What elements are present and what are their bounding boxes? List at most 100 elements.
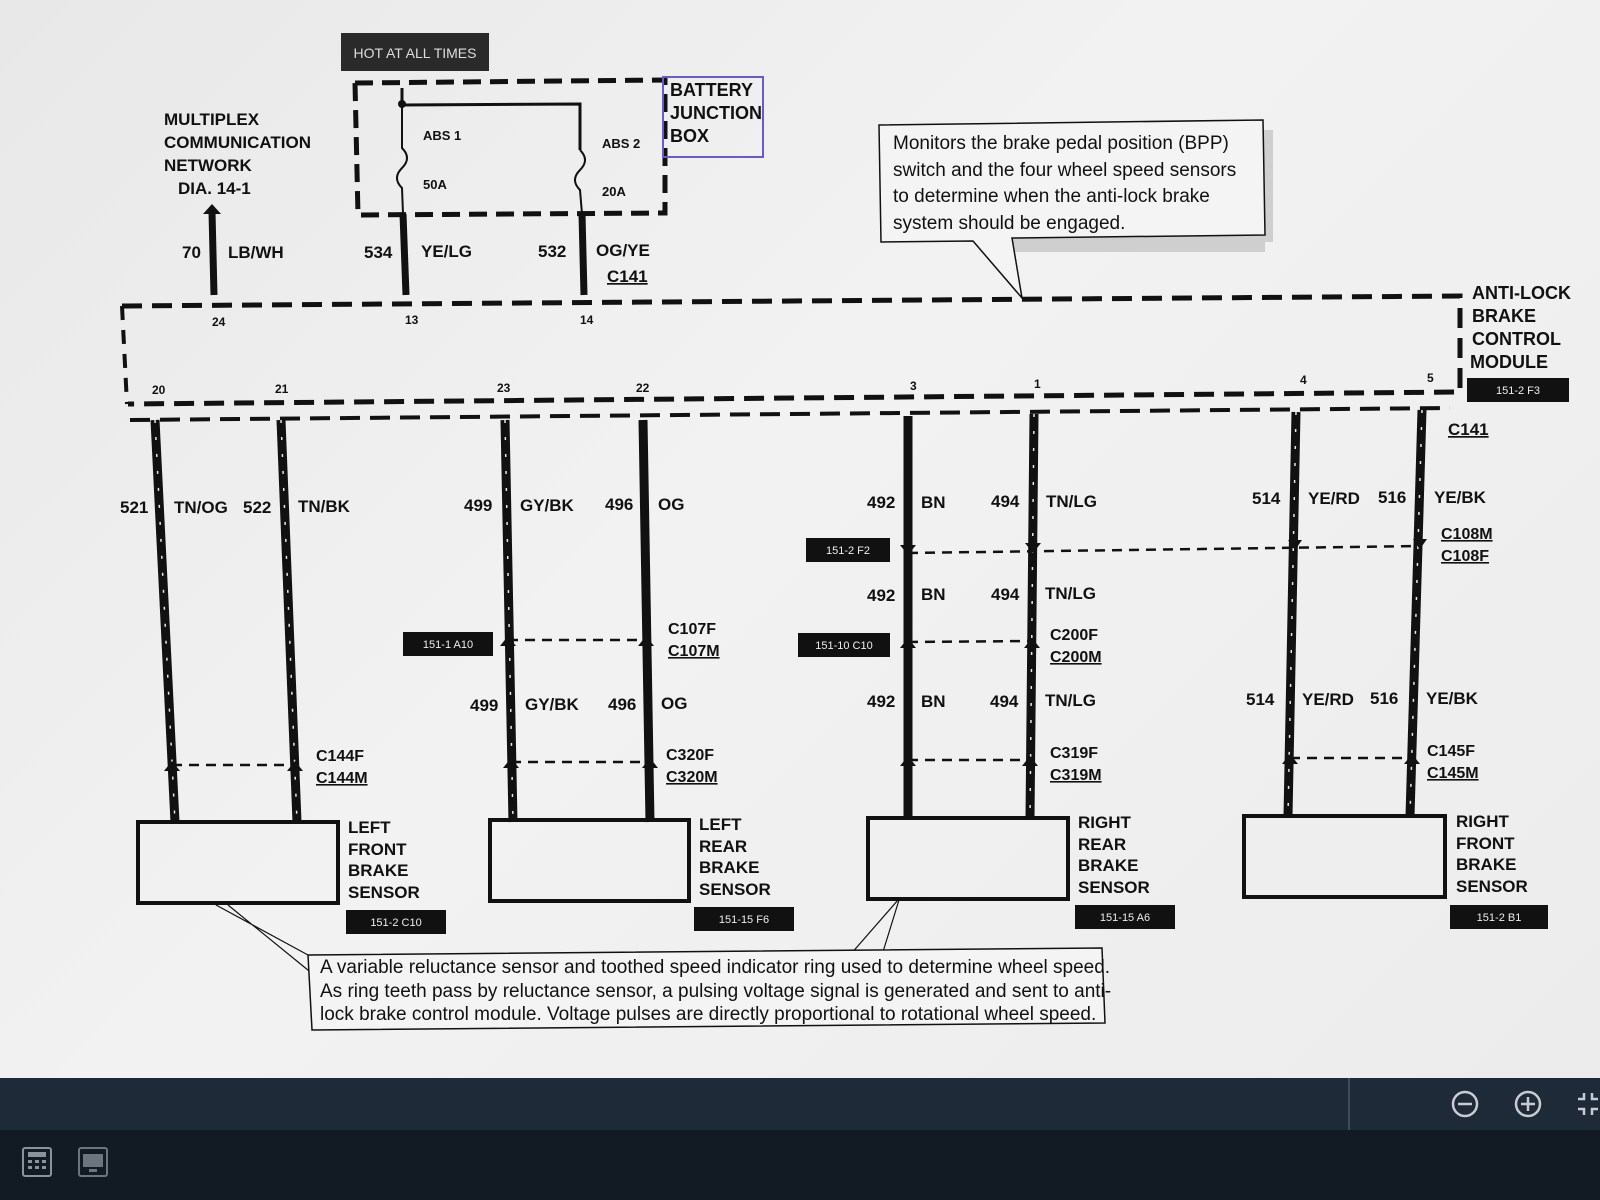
toolbar-separator	[1348, 1078, 1350, 1130]
svg-text:C320M: C320M	[666, 769, 718, 786]
minus-circle-icon	[1451, 1090, 1479, 1118]
svg-text:5: 5	[1427, 371, 1434, 385]
svg-text:C319M: C319M	[1050, 767, 1102, 784]
svg-text:Monitors the brake pedal posit: Monitors the brake pedal position (BPP)	[893, 133, 1229, 154]
display-icon[interactable]	[78, 1147, 108, 1177]
sensor-right-rear: RIGHT REAR BRAKE SENSOR 151-15 A6	[866, 813, 1175, 929]
svg-text:494: 494	[991, 585, 1020, 604]
svg-text:514: 514	[1246, 690, 1275, 709]
svg-text:YE/LG: YE/LG	[421, 242, 472, 261]
battery-junction-box: BATTERY JUNCTION BOX ABS 1 50A ABS 2 20A	[352, 76, 764, 218]
svg-text:REAR: REAR	[699, 837, 747, 856]
svg-text:YE/RD: YE/RD	[1308, 489, 1360, 508]
svg-text:BN: BN	[921, 692, 946, 711]
svg-text:14: 14	[580, 313, 594, 327]
hot-at-all-times-tag: HOT AT ALL TIMES	[341, 33, 489, 71]
top-wire-labels: 70 LB/WH 534 YE/LG 532 OG/YE C141	[182, 241, 650, 286]
svg-text:ANTI-LOCK: ANTI-LOCK	[1472, 283, 1571, 303]
svg-text:534: 534	[364, 243, 393, 262]
svg-text:516: 516	[1378, 488, 1406, 507]
document-viewer: HOT AT ALL TIMES BATTERY JUNCTION BOX AB…	[0, 0, 1600, 1078]
svg-text:TN/LG: TN/LG	[1045, 584, 1096, 603]
module-ref: 151-2 F3	[1496, 385, 1540, 397]
svg-text:C200F: C200F	[1050, 627, 1098, 644]
fuse-abs2-rating: 20A	[602, 184, 626, 199]
svg-text:499: 499	[464, 496, 492, 515]
svg-text:SENSOR: SENSOR	[699, 880, 771, 899]
zoom-out-button[interactable]	[1450, 1089, 1480, 1125]
sensor-description-callout: A variable reluctance sensor and toothed…	[215, 899, 1111, 1031]
svg-text:151-1 A10: 151-1 A10	[423, 639, 473, 651]
bjb-line-3: BOX	[670, 126, 709, 146]
bjb-line-2: JUNCTION	[670, 103, 762, 123]
svg-text:20: 20	[152, 383, 166, 397]
svg-text:OG/YE: OG/YE	[596, 241, 650, 260]
svg-text:MULTIPLEX: MULTIPLEX	[164, 110, 260, 129]
svg-text:C145M: C145M	[1427, 765, 1479, 782]
svg-text:496: 496	[605, 495, 633, 514]
svg-text:C107M: C107M	[668, 643, 720, 660]
sensor-wires	[150, 409, 1427, 823]
svg-text:BRAKE: BRAKE	[699, 858, 759, 877]
svg-text:496: 496	[608, 695, 636, 714]
svg-text:COMMUNICATION: COMMUNICATION	[164, 133, 311, 152]
fuse-abs1-rating: 50A	[423, 177, 447, 192]
svg-text:151-2 C10: 151-2 C10	[370, 917, 421, 929]
svg-text:C141: C141	[607, 267, 648, 286]
svg-text:FRONT: FRONT	[1456, 834, 1515, 853]
svg-text:CONTROL: CONTROL	[1472, 329, 1561, 349]
svg-text:MODULE: MODULE	[1470, 352, 1548, 372]
sensor-left-rear: LEFT REAR BRAKE SENSOR 151-15 F6	[488, 815, 794, 931]
abs-control-module: ANTI-LOCK BRAKE CONTROL MODULE 151-2 F3 …	[120, 283, 1571, 422]
svg-text:492: 492	[867, 493, 895, 512]
fit-screen-icon	[1578, 1093, 1598, 1115]
connector-lines	[172, 544, 1423, 767]
svg-text:70: 70	[182, 243, 201, 262]
svg-text:C144F: C144F	[316, 748, 364, 765]
svg-text:151-2 F2: 151-2 F2	[826, 545, 870, 557]
svg-text:DIA. 14-1: DIA. 14-1	[178, 179, 251, 198]
svg-text:24: 24	[212, 315, 226, 329]
svg-text:BRAKE: BRAKE	[1472, 306, 1536, 326]
svg-text:RIGHT: RIGHT	[1456, 812, 1510, 831]
svg-text:21: 21	[275, 382, 289, 396]
svg-text:521: 521	[120, 498, 148, 517]
svg-text:C145F: C145F	[1427, 743, 1475, 760]
fit-screen-button[interactable]	[1576, 1089, 1600, 1125]
svg-text:LEFT: LEFT	[348, 818, 391, 837]
svg-text:C108F: C108F	[1441, 548, 1489, 565]
svg-text:FRONT: FRONT	[348, 840, 407, 859]
svg-text:RIGHT: RIGHT	[1078, 813, 1132, 832]
svg-text:4: 4	[1300, 373, 1307, 387]
sensor-left-front: LEFT FRONT BRAKE SENSOR 151-2 C10	[136, 818, 446, 934]
svg-text:A variable reluctance sensor a: A variable reluctance sensor and toothed…	[320, 957, 1110, 978]
svg-text:BN: BN	[921, 493, 946, 512]
calculator-icon[interactable]	[22, 1147, 52, 1177]
svg-text:TN/BK: TN/BK	[298, 497, 351, 516]
svg-text:492: 492	[867, 692, 895, 711]
svg-text:TN/OG: TN/OG	[174, 498, 228, 517]
svg-text:C320F: C320F	[666, 747, 714, 764]
svg-text:23: 23	[497, 381, 511, 395]
svg-text:22: 22	[636, 381, 650, 395]
svg-text:492: 492	[867, 586, 895, 605]
c141-connector: C141	[1448, 420, 1489, 439]
svg-text:522: 522	[243, 498, 271, 517]
svg-text:494: 494	[990, 692, 1019, 711]
svg-text:switch and the four wheel spee: switch and the four wheel speed sensors	[893, 160, 1236, 181]
multiplex-network-label: MULTIPLEX COMMUNICATION NETWORK DIA. 14-…	[164, 110, 311, 296]
svg-text:151-10 C10: 151-10 C10	[815, 640, 873, 652]
svg-text:151-15 A6: 151-15 A6	[1100, 912, 1150, 924]
zoom-in-button[interactable]	[1513, 1089, 1543, 1125]
svg-text:499: 499	[470, 696, 498, 715]
svg-text:1: 1	[1034, 377, 1041, 391]
svg-text:SENSOR: SENSOR	[1078, 878, 1150, 897]
sensor-right-front: RIGHT FRONT BRAKE SENSOR 151-2 B1	[1242, 812, 1548, 929]
svg-text:GY/BK: GY/BK	[520, 496, 575, 515]
wiring-diagram: HOT AT ALL TIMES BATTERY JUNCTION BOX AB…	[120, 33, 1571, 1031]
svg-text:494: 494	[991, 492, 1020, 511]
svg-text:BN: BN	[921, 585, 946, 604]
svg-text:3: 3	[910, 379, 917, 393]
svg-text:to determine when the anti-loc: to determine when the anti-lock brake	[893, 186, 1210, 207]
taskbar	[0, 1130, 1600, 1200]
